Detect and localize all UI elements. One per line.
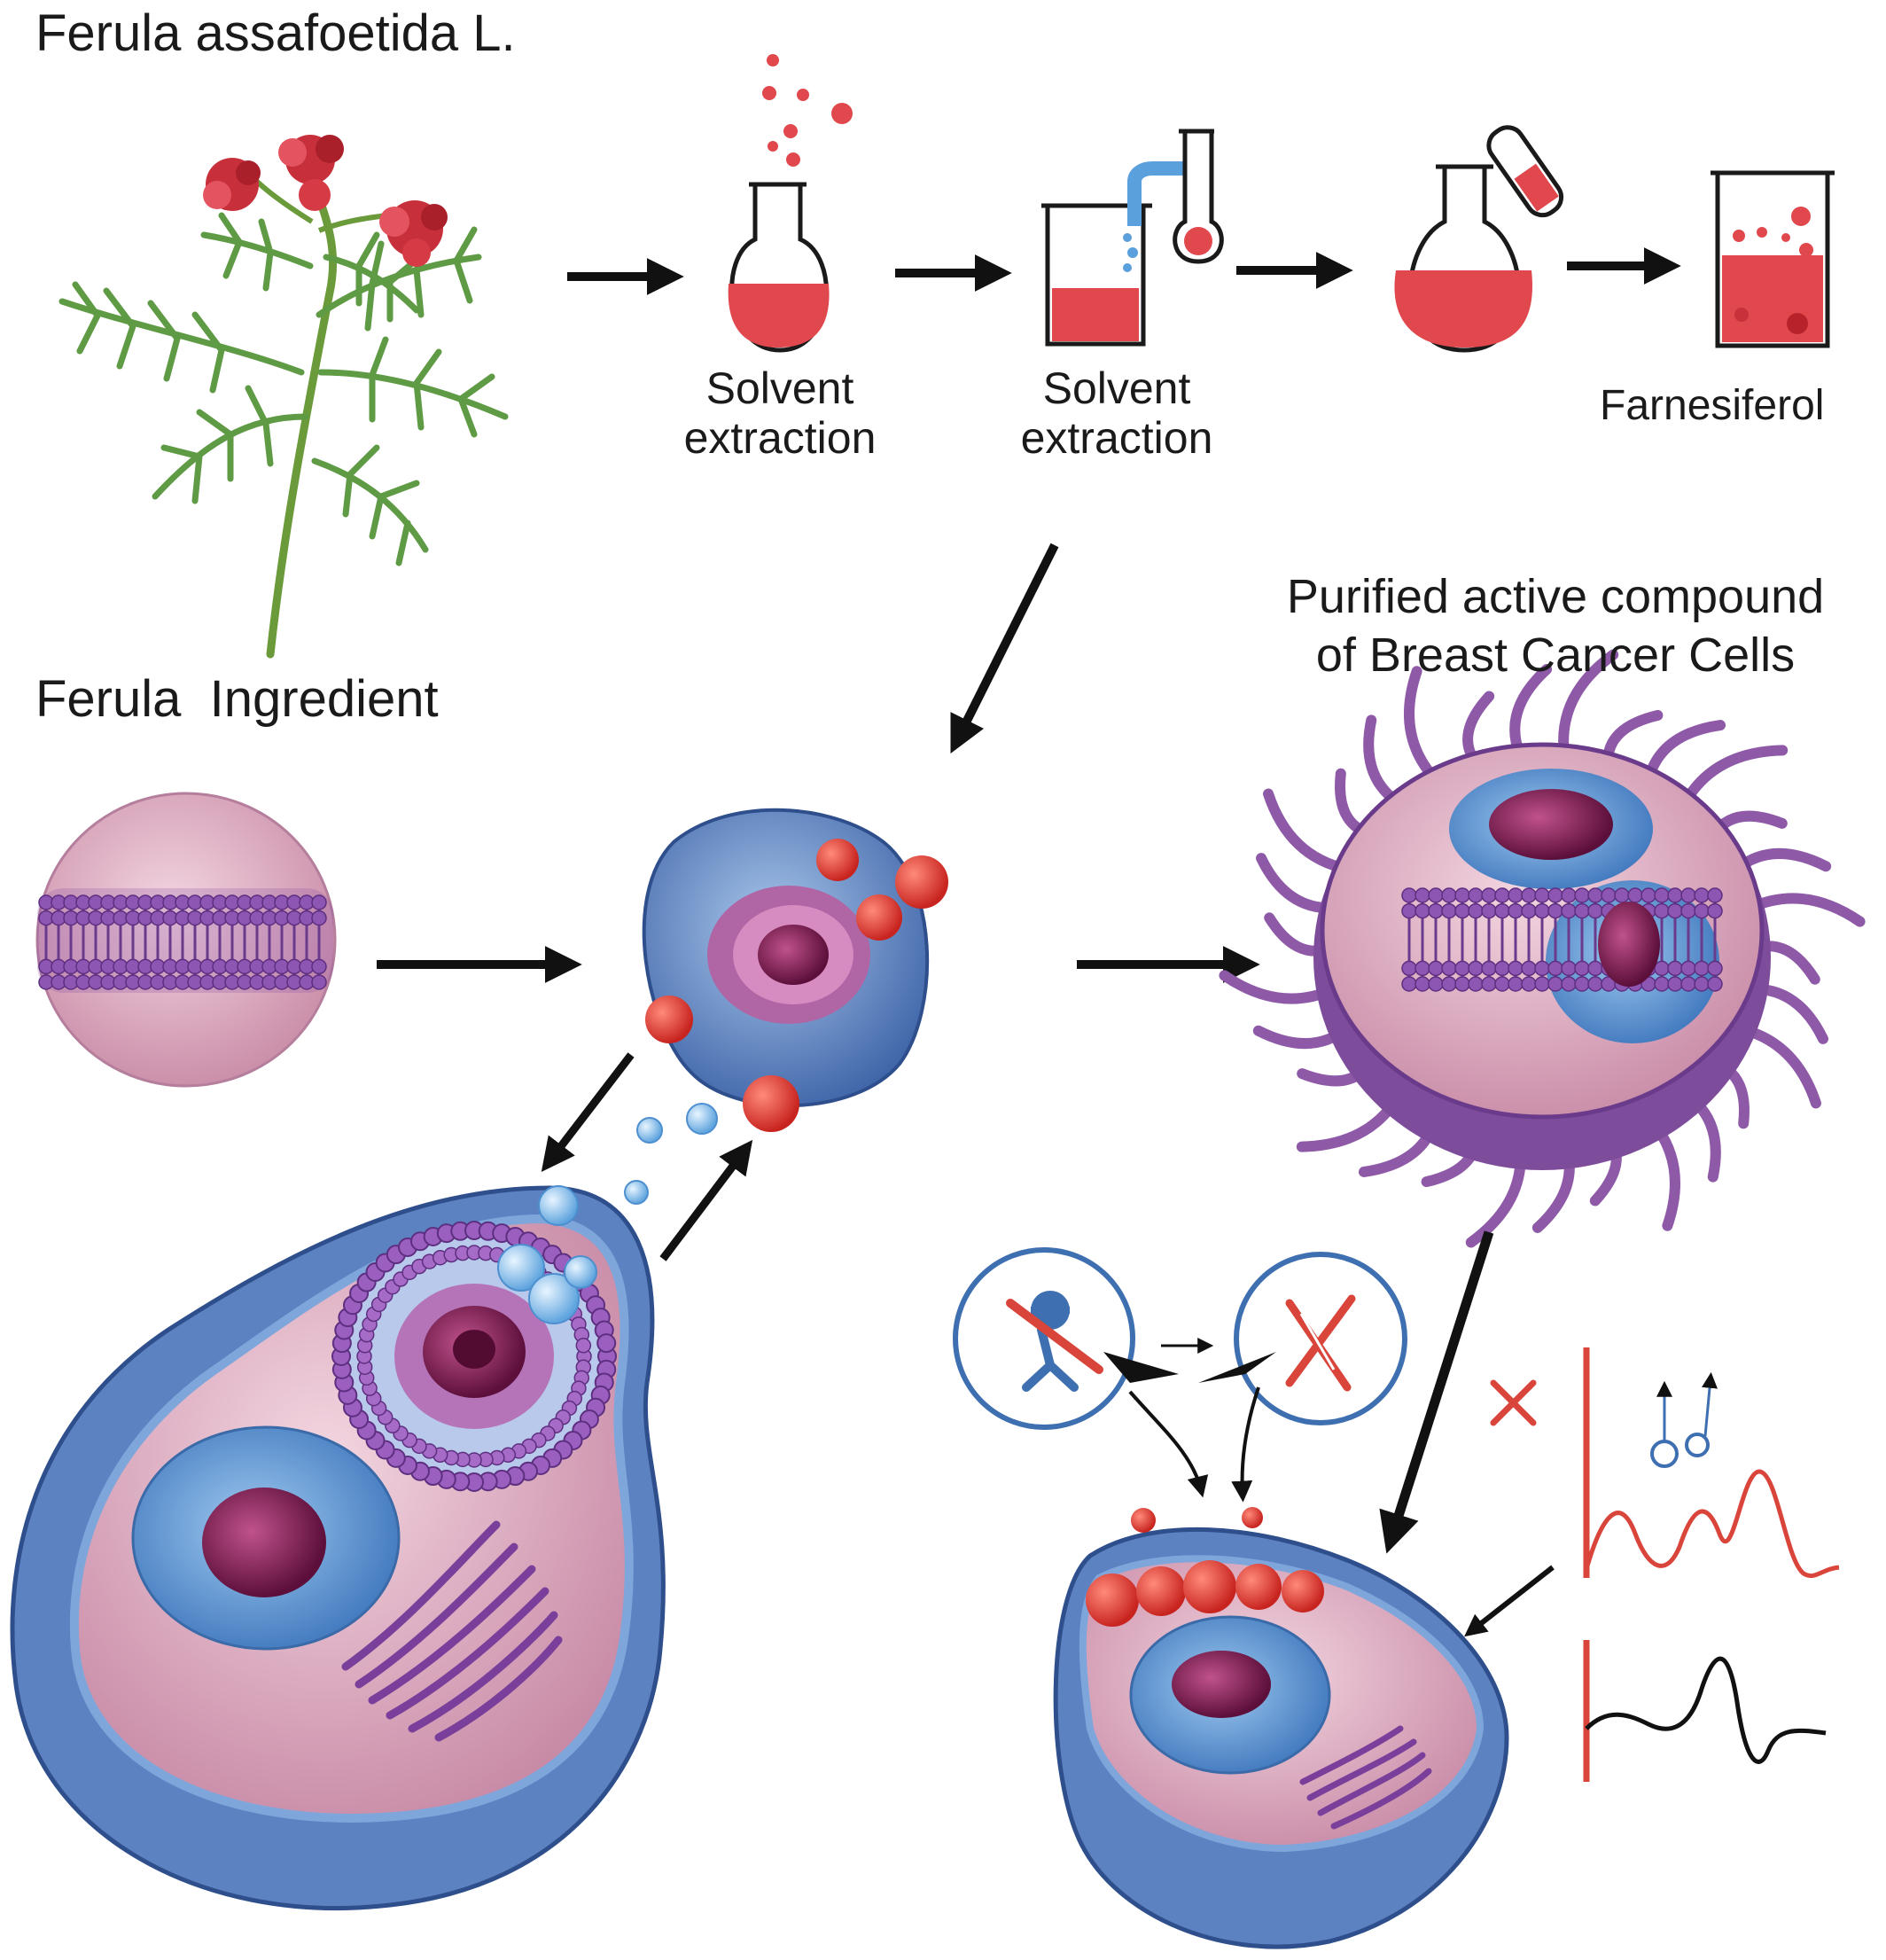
plant-stem [266, 155, 338, 659]
step1-label-line1: Solvent [705, 363, 854, 413]
step2-label-line1: Solvent [1042, 363, 1191, 413]
step1-label: Solvent extraction [660, 363, 900, 463]
compound-label: Purified active compound of Breast Cance… [1236, 567, 1874, 684]
flask-icon [728, 54, 853, 353]
step2-label-line2: extraction [1020, 413, 1213, 463]
arrow-cancer-to-small-cell [1379, 1230, 1494, 1554]
small-golgi [1299, 1725, 1432, 1830]
arrow-trace-to-cell [1464, 1565, 1555, 1637]
membrane-bilayer-2 [1401, 887, 1723, 992]
cancer-cell-icon [1219, 649, 1866, 1248]
surface-blebs [1086, 1507, 1324, 1627]
golgi-organelle [341, 1520, 563, 1742]
ingredient-label: Ferula Ingredient [35, 670, 439, 728]
flower-clusters [203, 135, 448, 267]
curve-arrow-right [1231, 1386, 1260, 1503]
product-label: Farnesiferol [1600, 382, 1825, 429]
product-beaker-icon [1711, 170, 1835, 348]
large-cell-icon [10, 1185, 666, 1911]
sphere-cell-icon [35, 792, 337, 1088]
signal-circle-icon [953, 1247, 1135, 1430]
compound-label-line2: of Breast Cancer Cells [1315, 629, 1796, 682]
beaker-icon [1041, 129, 1224, 347]
step2-label: Solvent extraction [997, 363, 1236, 463]
compound-label-line1: Purified active compound [1286, 570, 1825, 623]
test-tube-icon [1394, 125, 1564, 353]
wedge-left [1103, 1352, 1179, 1383]
signal-trace-icon [1490, 1347, 1840, 1782]
small-cell-icon [1053, 1507, 1509, 1949]
vesicles [624, 1103, 718, 1205]
curve-arrow-left [1128, 1390, 1209, 1498]
step1-label-line2: extraction [683, 413, 877, 463]
arrow-blue-to-large [541, 1052, 635, 1172]
arrow-extraction-to-cell [950, 543, 1059, 754]
blue-cell-icon [642, 808, 948, 1132]
plant-leaves [58, 212, 509, 566]
plant-name-label: Ferula assafoetida L. [35, 4, 516, 62]
membrane-bilayer [38, 894, 327, 990]
wedge-right [1198, 1352, 1276, 1383]
arrow-large-to-blue [659, 1139, 753, 1261]
crossed-pipette-icon [1234, 1252, 1407, 1425]
plant-icon [58, 135, 509, 659]
